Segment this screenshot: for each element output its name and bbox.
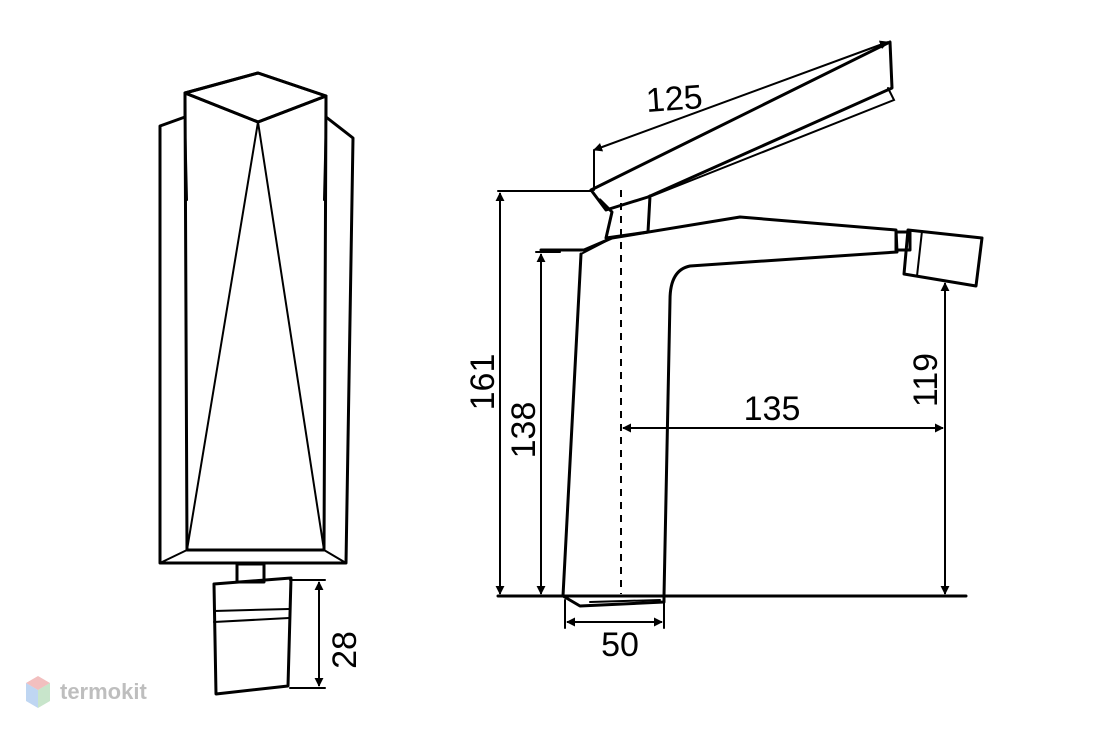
termokit-logo-icon — [26, 676, 50, 708]
side-faucet-body — [539, 215, 899, 598]
watermark-logo: termokit — [24, 674, 147, 710]
dim-label-handle-height: 28 — [326, 631, 364, 669]
dim-label-spout-length: 125 — [645, 78, 704, 120]
watermark-text: termokit — [60, 679, 147, 704]
front-handle-body — [158, 71, 355, 565]
dim-outlet-height: 119 — [907, 282, 950, 595]
dim-handle-height: 28 — [289, 579, 364, 689]
dim-label-body-height: 138 — [505, 402, 543, 459]
side-aerator-outlet — [894, 228, 984, 288]
dim-label-outlet-height: 119 — [907, 353, 945, 407]
dim-reach: 135 — [622, 390, 944, 433]
dim-total-height: 161 — [464, 190, 593, 595]
dim-base-width: 50 — [564, 599, 665, 664]
dim-spout-length: 125 — [593, 40, 889, 191]
dim-label-reach: 135 — [744, 390, 801, 428]
side-view: 125 161 138 135 119 50 — [464, 40, 984, 664]
dim-label-total-height: 161 — [464, 354, 502, 411]
dim-body-height: 138 — [505, 251, 561, 595]
side-lever-handle — [589, 40, 896, 240]
dim-label-base-width: 50 — [601, 626, 639, 664]
front-cartridge-stem — [212, 562, 293, 696]
front-view: 28 — [158, 71, 364, 696]
